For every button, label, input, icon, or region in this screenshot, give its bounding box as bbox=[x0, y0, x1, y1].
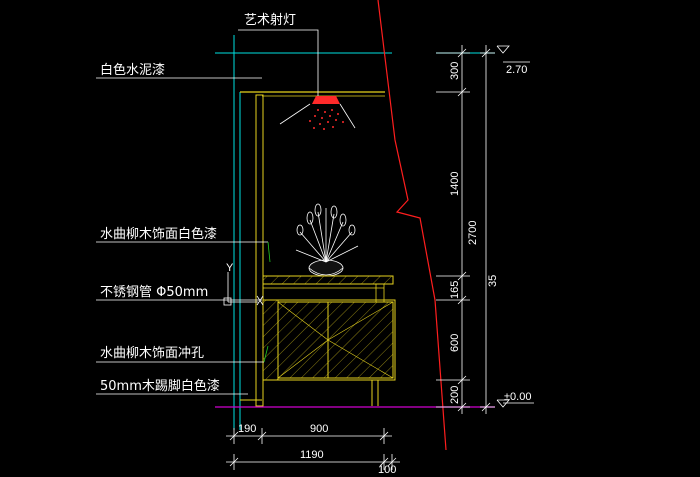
spotlight-icon bbox=[279, 96, 356, 130]
label-baseboard: 50mm木踢脚白色漆 bbox=[100, 378, 220, 394]
door-right-swing bbox=[327, 301, 394, 379]
level-top: 2.70 bbox=[506, 64, 527, 76]
dim-190: 190 bbox=[238, 423, 256, 435]
label-wood-white: 水曲柳木饰面白色漆 bbox=[100, 226, 217, 242]
label-steel-pipe: 不锈钢管 Φ50mm bbox=[100, 285, 208, 300]
dim-300: 300 bbox=[449, 62, 461, 80]
section-cut-line bbox=[377, 0, 447, 451]
dim-1190: 1190 bbox=[300, 449, 324, 461]
label-wood-punch: 水曲柳木饰面冲孔 bbox=[100, 346, 204, 361]
side-panel bbox=[255, 94, 264, 407]
cabinet-door-right bbox=[327, 301, 394, 379]
leader-wood-punch-tail bbox=[263, 345, 269, 363]
dim-165: 165 bbox=[449, 281, 461, 299]
dim-100: 100 bbox=[378, 464, 396, 476]
countertop bbox=[262, 275, 394, 285]
leader-spotlight bbox=[238, 29, 319, 96]
ucs-axis-icon bbox=[223, 272, 264, 306]
horizontal-dim-chain bbox=[226, 428, 400, 470]
dim-1400: 1400 bbox=[449, 172, 461, 196]
flower-vase-icon bbox=[295, 203, 359, 277]
dim-900: 900 bbox=[310, 423, 328, 435]
level-marker-top-icon bbox=[496, 45, 510, 54]
dim-600: 600 bbox=[449, 334, 461, 352]
level-bottom: ±0.00 bbox=[504, 391, 531, 403]
vertical-dim-chain bbox=[436, 45, 495, 414]
dim-200: 200 bbox=[449, 386, 461, 404]
cabinet-door-left bbox=[277, 301, 329, 379]
label-spotlight: 艺术射灯 bbox=[244, 12, 296, 28]
cabinet-side bbox=[262, 299, 279, 381]
dim-35: 35 bbox=[487, 275, 499, 287]
level-marker-bottom-icon bbox=[496, 399, 510, 408]
axis-y-label: Y bbox=[226, 262, 234, 274]
leader-wood-white-tail bbox=[267, 241, 271, 263]
label-cement-paint: 白色水泥漆 bbox=[100, 62, 165, 78]
dim-2700: 2700 bbox=[467, 221, 479, 245]
